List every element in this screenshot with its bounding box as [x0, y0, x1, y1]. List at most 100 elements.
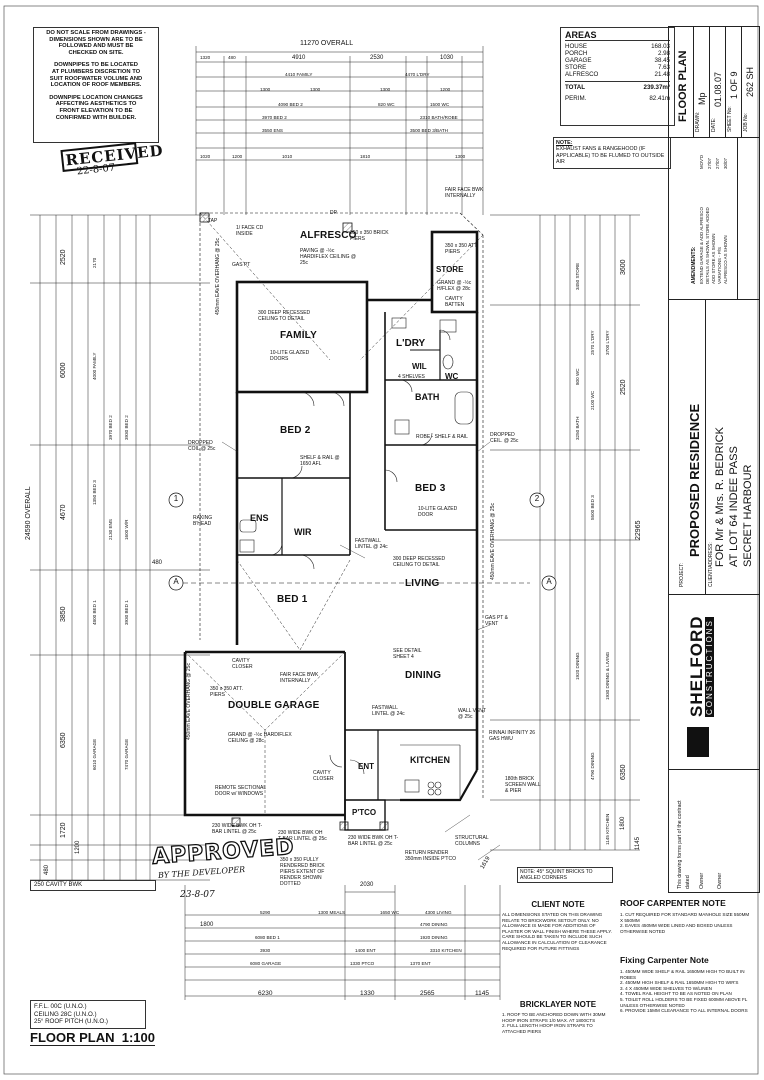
owner-label-1: Owner: [699, 872, 705, 889]
room-bath: BATH: [415, 392, 440, 402]
note-dropped-coil-right: DROPPED CEIL. @ 25c: [490, 432, 519, 444]
company-name: SHELFORD: [687, 615, 706, 718]
dim-right-inner-8: 1920 DINING: [575, 652, 580, 680]
dim-left-inner-1: 2170: [92, 257, 97, 268]
dim-bot-5a: 6080 GARAGE: [250, 961, 282, 966]
dim-row3-a: 1300: [260, 87, 271, 92]
note-remote-door: REMOTE SECTIONAL DOOR w/ WINDOWS: [215, 785, 266, 797]
overall-width: 11270 OVERALL: [300, 40, 354, 47]
areas-title: AREAS: [565, 30, 670, 41]
dim-left-mark: 480: [152, 560, 163, 566]
dim-top-4: 2530: [370, 55, 384, 61]
room-store: STORE: [436, 265, 464, 274]
room-laundry: L'DRY: [396, 338, 426, 349]
note-eave-right: 450mm EAVE OVERHANG @ 25c: [490, 503, 496, 580]
dim-left-inner-3: 3970 BED 2: [108, 415, 113, 440]
note-see-detail: SEE DETAIL SHEET 4: [393, 648, 422, 660]
room-dining: DINING: [405, 670, 442, 681]
downpipe-change-line: DOWNPIPE LOCATION CHANGES: [49, 94, 143, 101]
approved-date: 23-8-07: [180, 890, 215, 900]
fixing-note-item: 4. TOWEL RAIL HEIGHT TO BE AS NOTED ON P…: [620, 991, 732, 997]
dim-bot-1c: 1650 WC: [380, 910, 400, 915]
approved-stamp: APPROVED BY THE DEVELOPER 23-8-07: [151, 834, 296, 910]
dim-row3-d: 1200: [440, 87, 451, 92]
dim-wc2: 1500 WC: [430, 102, 450, 107]
note-gas-pt: GAS PT: [232, 262, 251, 268]
sheet-border: [3, 5, 759, 1075]
dim-bot-6a: 6230: [258, 990, 273, 997]
client-note-text: ALL DIMENSIONS STATED ON THIS DRAWING RE…: [502, 912, 612, 951]
dim-left-inner-5: 1350 BED 3: [92, 480, 97, 505]
contract-dated: dated: [685, 875, 691, 889]
dim-bot-4a: 3930: [260, 948, 271, 953]
note-fair-face-garage: FAIR FACE BWK INTERNALLY: [280, 672, 319, 684]
dim-bot-4c: 3310 KITCHEN: [430, 948, 462, 953]
date-value: 01.08.07: [713, 71, 723, 107]
drawn-label: DRAWN:: [695, 111, 701, 132]
job-no-value: 262 SH: [745, 66, 755, 97]
dim-left-inner-11: 7470 GARAGE: [124, 738, 129, 770]
dim-bed3bath: 3500 BED 3/BATH: [410, 128, 448, 133]
room-wil: WIL: [412, 362, 427, 371]
note-rendered-piers: 350 x 350 FULLY RENDERED BRICK PIERS EXT…: [280, 857, 325, 887]
exhaust-note: NOTE: EXHAUST FANS & RANGEHOOD (IF APPLI…: [553, 137, 671, 169]
scale-note-line: DO NOT SCALE FROM DRAWINGS -: [46, 30, 146, 36]
dim-top-3: 4910: [292, 55, 306, 61]
dim-wc1: 820 WC: [378, 102, 395, 107]
downpipe-note-line: SUIT ROOFWATER VOLUME AND: [49, 75, 143, 82]
dim-right-inner-3: 3700 L'DRY: [605, 330, 610, 355]
dim-right-inner-5: 2100 WC: [590, 390, 595, 410]
dim-left-8: 480: [44, 864, 50, 875]
dim-row7-c: 1010: [282, 154, 293, 159]
dim-family: 4410 FAMILY: [285, 72, 313, 77]
downpipe-change-line: AFFECTING AESTHETICS TO: [55, 101, 137, 108]
dim-bot-5b: 1330 PTCO: [350, 961, 375, 966]
note-robe-shelf: ROBE - SHELF & RAIL: [416, 434, 468, 440]
note-cavity-closer-2: CAVITY CLOSER: [313, 770, 334, 782]
note-dropped-coil-left: DROPPED COIL @ 25c: [188, 440, 216, 452]
amendments-title: AMENDMENTS:: [691, 246, 697, 285]
dim-bed2: 4090 BED 2: [278, 102, 303, 107]
dim-right-inner-10: 4790 DINING: [590, 752, 595, 780]
note-cavity-closer-1: CAVITY CLOSER: [232, 658, 253, 670]
contract-note: This drawing forms part of the contract: [677, 800, 683, 889]
exhaust-note-title: NOTE:: [556, 140, 573, 146]
note-living-ceiling: 300 DEEP RECESSED CEILING TO DETAIL: [393, 556, 446, 568]
note-raking: RAKING B'HEAD: [193, 515, 213, 527]
fixing-note-item: 2. 450mm HIGH SHELF & RAIL 1650mm HIGH T…: [620, 980, 739, 986]
bricklayer-note-title: BRICKLAYER NOTE: [519, 1000, 597, 1009]
note-garage-floor: GRAND @ -½c HARDIFLEX CEILING @ 28c: [228, 732, 292, 744]
dim-top-2: 480: [228, 55, 236, 60]
sheet-no-label: SHEET No:: [727, 106, 733, 132]
dim-right-inner-9: 1930 DINING & LIVING: [605, 651, 610, 700]
dim-bot-1b: 1300 MEALS: [318, 910, 346, 915]
note-eave-left: 450mm EAVE OVERHANG @ 25c: [215, 238, 221, 315]
dim-row7-e: 1300: [455, 154, 466, 159]
dim-top-5: 1030: [440, 55, 454, 61]
note-att-piers: 350 x 350 ATT. PIERS: [445, 243, 478, 255]
brick-piers: [199, 212, 389, 831]
spec-ceiling: CEILING 28c (U.N.O.): [34, 1010, 97, 1018]
dim-left-1: 2520: [60, 249, 67, 265]
top-dimension-lines: [195, 46, 484, 215]
dim-left-6: 1720: [60, 822, 67, 838]
dim-right-2: 2520: [620, 379, 627, 395]
company-sub: CONSTRUCTIONS: [705, 617, 714, 717]
roof-note-item: 1. CUT REQUIRED FOR STANDARD MANHOLE SIZ…: [620, 912, 750, 923]
note-cavity-batten: CAVITY BATTEN: [445, 296, 465, 308]
room-bed3: BED 3: [415, 483, 446, 494]
fixing-note-item: 6. PROVIDE 15mm CLEARANCE TO ALL INTERNA…: [620, 1008, 748, 1014]
dim-right-overall: 22965: [635, 520, 642, 540]
title-block: FLOOR PLAN DRAWN: Mp DATE: 01.08.07 SHEE…: [668, 26, 760, 893]
note-tap-top: TAP: [208, 218, 218, 224]
dim-left-inner-9: 3930 BED 1: [124, 600, 129, 625]
note-face-cd: 1/ FACE CD INSIDE: [236, 225, 264, 237]
room-bed1: BED 1: [277, 594, 308, 605]
scale-note-line: FOLLOWED AND MUST BE: [58, 43, 134, 50]
note-soffit: 450mm EAVE OVERHANG @ 25c: [186, 663, 192, 740]
dim-left-overall: 24590 OVERALL: [25, 486, 32, 540]
